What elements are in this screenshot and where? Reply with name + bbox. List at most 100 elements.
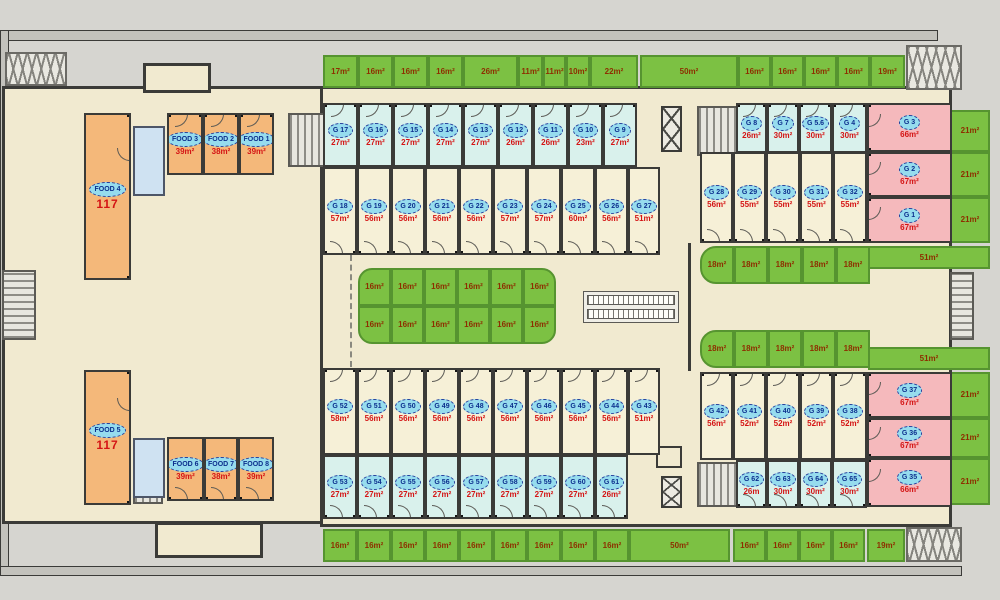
kiosk-17m: 17m² [323, 55, 358, 88]
unit-area-label: 27m² [500, 489, 520, 499]
unit-area-label: 56m² [707, 200, 726, 210]
column-mark [360, 105, 362, 107]
unit-id-oval: G 63 [770, 471, 796, 487]
column-mark [828, 504, 830, 506]
kiosk-area-label: 16m² [811, 66, 830, 76]
kiosk-area-label: 21m² [960, 433, 980, 442]
kiosk-area-label: 16m² [365, 320, 384, 329]
column-mark [834, 504, 836, 506]
door-arc-icon [635, 370, 649, 382]
column-mark [235, 115, 237, 117]
column-mark [564, 105, 566, 107]
door-arc-icon [610, 105, 624, 117]
kiosk-16m: 16m² [391, 306, 424, 344]
unit-id-oval: G 26 [598, 198, 625, 214]
kiosk-area-label: 16m² [806, 540, 825, 550]
kiosk-area-label: 18m² [741, 260, 761, 269]
column-mark [563, 251, 565, 253]
door-arc-icon [330, 505, 344, 517]
kiosk-16m: 16m² [424, 306, 457, 344]
column-mark [489, 251, 491, 253]
door-arc-icon [117, 147, 129, 161]
column-mark [795, 504, 797, 506]
kiosk-16m: 16m² [595, 529, 629, 562]
kiosk-16m: 16m² [457, 306, 490, 344]
kiosk-18m: 18m² [734, 246, 768, 284]
door-arc-icon [500, 241, 514, 253]
unit-area-label: 30m² [773, 130, 793, 140]
door-arc-icon [364, 241, 378, 253]
unit-area-label: 27m² [436, 137, 455, 147]
door-arc-icon [500, 505, 514, 517]
unit-id-oval: G 28 [703, 185, 730, 201]
unit-area-label: 27m² [610, 137, 630, 147]
unit-id-oval: FOOD 5 [89, 423, 126, 439]
kiosk-11m: 11m² [543, 55, 566, 88]
column-mark [869, 199, 871, 201]
unit-id-oval: G 62 [738, 471, 765, 487]
column-mark [796, 239, 798, 241]
unit-area-label: 26m [743, 486, 760, 496]
unit-area-label: 27m² [432, 489, 452, 499]
kiosk-16m: 16m² [358, 55, 393, 88]
unit-id-oval: G 3 [898, 115, 921, 131]
kiosk-area-label: 21m² [960, 169, 980, 179]
kiosk-16m: 16m² [457, 268, 490, 306]
column-mark [869, 414, 871, 416]
stairs-bottom-center-core [697, 462, 742, 507]
kiosk-21m: 21m² [950, 110, 990, 152]
door-arc-icon [740, 374, 754, 386]
kiosk-18m: 18m² [802, 330, 836, 368]
kiosk-area-label: 50m² [670, 540, 689, 550]
door-arc-icon [568, 241, 582, 253]
unit-id-oval: G 59 [531, 474, 557, 490]
door-arc-icon [330, 105, 344, 117]
unit-id-oval: G 64 [802, 471, 829, 487]
kiosk-area-label: 18m² [707, 344, 727, 353]
column-mark [869, 460, 871, 462]
column-mark [206, 497, 208, 499]
door-arc-icon [398, 370, 412, 382]
column-mark [523, 370, 525, 372]
ramp-bottom-right [906, 527, 962, 562]
column-mark [762, 239, 764, 241]
door-arc-icon [773, 229, 787, 241]
kiosk-area-label: 16m² [568, 540, 588, 550]
column-mark [359, 251, 361, 253]
kiosk-16m: 16m² [490, 306, 523, 344]
kiosk-26m: 26m² [463, 55, 518, 88]
unit-id-oval: G 27 [631, 198, 657, 214]
unit-id-oval: G 12 [502, 122, 529, 138]
column-mark [427, 515, 429, 517]
unit-id-oval: G 43 [631, 399, 657, 415]
unit-id-oval: G 23 [497, 198, 523, 214]
door-arc-icon [117, 398, 129, 412]
kiosk-16m: 16m² [837, 55, 870, 88]
kiosk-50m: 50m² [629, 529, 730, 562]
unit-id-oval: G 37 [896, 382, 923, 398]
column-mark [455, 370, 457, 372]
unit-id-oval: FOOD 3 [169, 131, 201, 147]
door-arc-icon [707, 374, 721, 386]
unit-area-label: 57m² [330, 213, 350, 223]
kiosk-16m: 16m² [428, 55, 463, 88]
unit-area-label: 38m² [211, 471, 231, 481]
unit-id-oval: G 42 [703, 403, 730, 419]
kiosk-area-label: 11m² [521, 66, 540, 76]
unit-id-oval: G 61 [598, 474, 625, 490]
door-arc-icon [432, 241, 446, 253]
unit-area-label: 39m² [176, 471, 195, 481]
kiosk-area-label: 16m² [431, 320, 450, 329]
column-mark [869, 374, 871, 376]
